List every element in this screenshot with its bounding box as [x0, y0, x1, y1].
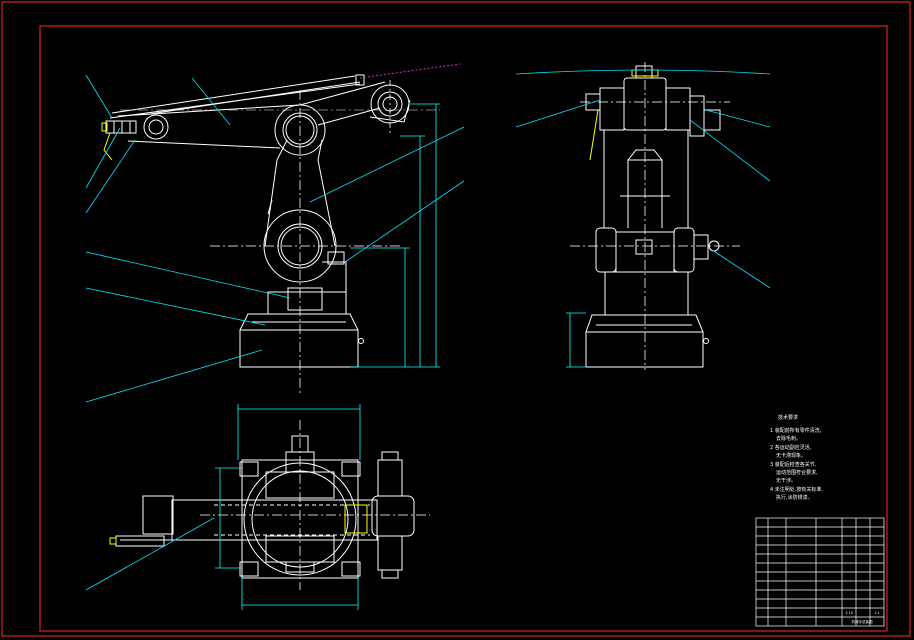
front-dimensions [350, 103, 440, 368]
front-base-upper [239, 313, 359, 331]
front-view [101, 74, 440, 395]
note-line-7: 无干涉。 [776, 477, 796, 484]
side-view [570, 62, 740, 370]
note-line-3: 2 各运动副应灵活, [770, 444, 812, 451]
title-block-sheet: 1:1 [874, 611, 880, 615]
top-leaders [85, 517, 215, 591]
front-waist [267, 291, 347, 314]
top-arm [171, 499, 378, 541]
note-line-1: 1 装配前所有零件清洗, [770, 427, 822, 434]
front-forearm [117, 81, 386, 149]
top-dimensions [215, 404, 361, 610]
side-base-lower [585, 331, 704, 368]
note-line-8: 4 未注明处,按有关标准, [770, 486, 823, 493]
title-block [755, 517, 885, 627]
notes-title: 技术要求 [778, 414, 798, 421]
note-line-6: 运动范围符合要求, [776, 469, 818, 476]
front-reference-line [359, 63, 461, 79]
front-shoulder-joint [263, 209, 337, 283]
side-upper-arm [603, 130, 689, 228]
side-dimensions [566, 312, 586, 368]
note-line-9: 执行,涂防锈漆。 [776, 494, 813, 501]
front-gripper [105, 120, 137, 134]
top-base [241, 459, 359, 579]
front-leaders [85, 74, 465, 403]
front-base-lower [239, 329, 359, 368]
note-line-5: 3 装配后检查各关节, [770, 461, 817, 468]
inner-frame [39, 25, 888, 632]
front-upper-arm [264, 139, 336, 247]
top-gripper-body [142, 495, 174, 535]
title-block-drawing-name: 机械手总装图 [852, 619, 873, 624]
note-line-4: 无卡滞现象。 [776, 452, 806, 459]
side-leaders [515, 69, 771, 289]
technical-notes: 技术要求 1 装配前所有零件清洗, 去除毛刺。 2 各运动副应灵活, 无卡滞现象… [770, 414, 823, 501]
title-block-scale: 1:10 [845, 611, 853, 615]
note-line-2: 去除毛刺。 [776, 435, 801, 442]
top-view [109, 420, 430, 590]
